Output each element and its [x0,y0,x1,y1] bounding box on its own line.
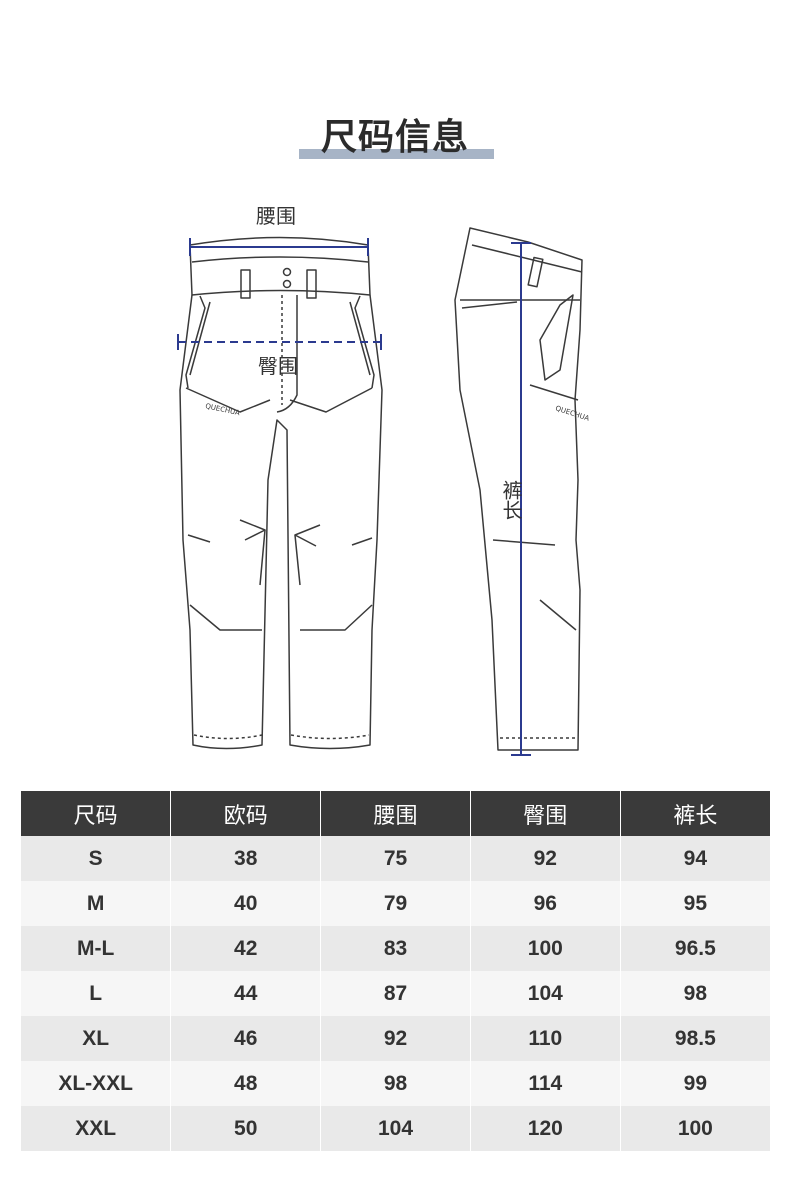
table-row: XL-XXL 48 98 114 99 [21,1061,770,1106]
table-cell: 87 [320,971,471,1016]
table-cell: XXL [21,1106,171,1151]
table-header-row: 尺码 欧码 腰围 臀围 裤长 [21,791,770,836]
table-cell: 114 [469,1061,621,1106]
pants-drawing: QUECHUA QUECHUA [177,227,590,756]
table-cell: 100 [619,1106,770,1151]
side-silhouette [454,227,583,751]
table-cell: 94 [619,836,770,881]
col-header-eu-size: 欧码 [170,791,321,836]
table-cell: 40 [170,881,321,926]
length-label: 裤长 [499,480,523,520]
table-cell: 46 [170,1016,321,1061]
table-row: XL 46 92 110 98.5 [21,1016,770,1061]
hip-label: 臀围 [258,354,298,378]
table-row: M 40 79 96 95 [21,881,770,926]
table-cell: 104 [469,971,621,1016]
table-row: M-L 42 83 100 96.5 [21,926,770,971]
size-table: 尺码 欧码 腰围 臀围 裤长 S 38 75 92 94 M 40 79 96 … [21,791,770,1151]
table-cell: 44 [170,971,321,1016]
table-cell: 98.5 [619,1016,770,1061]
table-cell: 50 [170,1106,321,1151]
table-cell: L [21,971,171,1016]
col-header-waist: 腰围 [320,791,471,836]
table-row: XXL 50 104 120 100 [21,1106,770,1151]
table-cell: 83 [320,926,471,971]
title-section: 尺码信息 [0,108,790,160]
col-header-size: 尺码 [21,791,171,836]
table-cell: 75 [320,836,471,881]
table-cell: M [21,881,171,926]
table-row: L 44 87 104 98 [21,971,770,1016]
table-cell: 120 [469,1106,621,1151]
table-cell: 95 [619,881,770,926]
title-underline-bar [299,149,494,159]
pants-illustration: QUECHUA QUECHUA 腰围 臀围 裤长 [0,190,790,770]
table-row: S 38 75 92 94 [21,836,770,881]
table-cell: 79 [320,881,471,926]
table-cell: XL-XXL [21,1061,171,1106]
table-cell: 42 [170,926,321,971]
table-cell: 96.5 [619,926,770,971]
table-cell: 104 [320,1106,471,1151]
side-brand-text: QUECHUA [554,404,590,423]
col-header-length: 裤长 [619,791,770,836]
table-cell: S [21,836,171,881]
table-cell: 99 [619,1061,770,1106]
table-cell: 100 [469,926,621,971]
col-header-hip: 臀围 [469,791,621,836]
waist-label: 腰围 [256,204,296,228]
table-cell: M-L [21,926,171,971]
page-title: 尺码信息 [320,117,469,158]
table-cell: 92 [469,836,621,881]
table-cell: 92 [320,1016,471,1061]
table-cell: 110 [469,1016,621,1061]
table-cell: 48 [170,1061,321,1106]
table-cell: XL [21,1016,171,1061]
table-cell: 38 [170,836,321,881]
front-silhouette [179,294,383,750]
table-cell: 98 [619,971,770,1016]
table-cell: 98 [320,1061,471,1106]
table-cell: 96 [469,881,621,926]
